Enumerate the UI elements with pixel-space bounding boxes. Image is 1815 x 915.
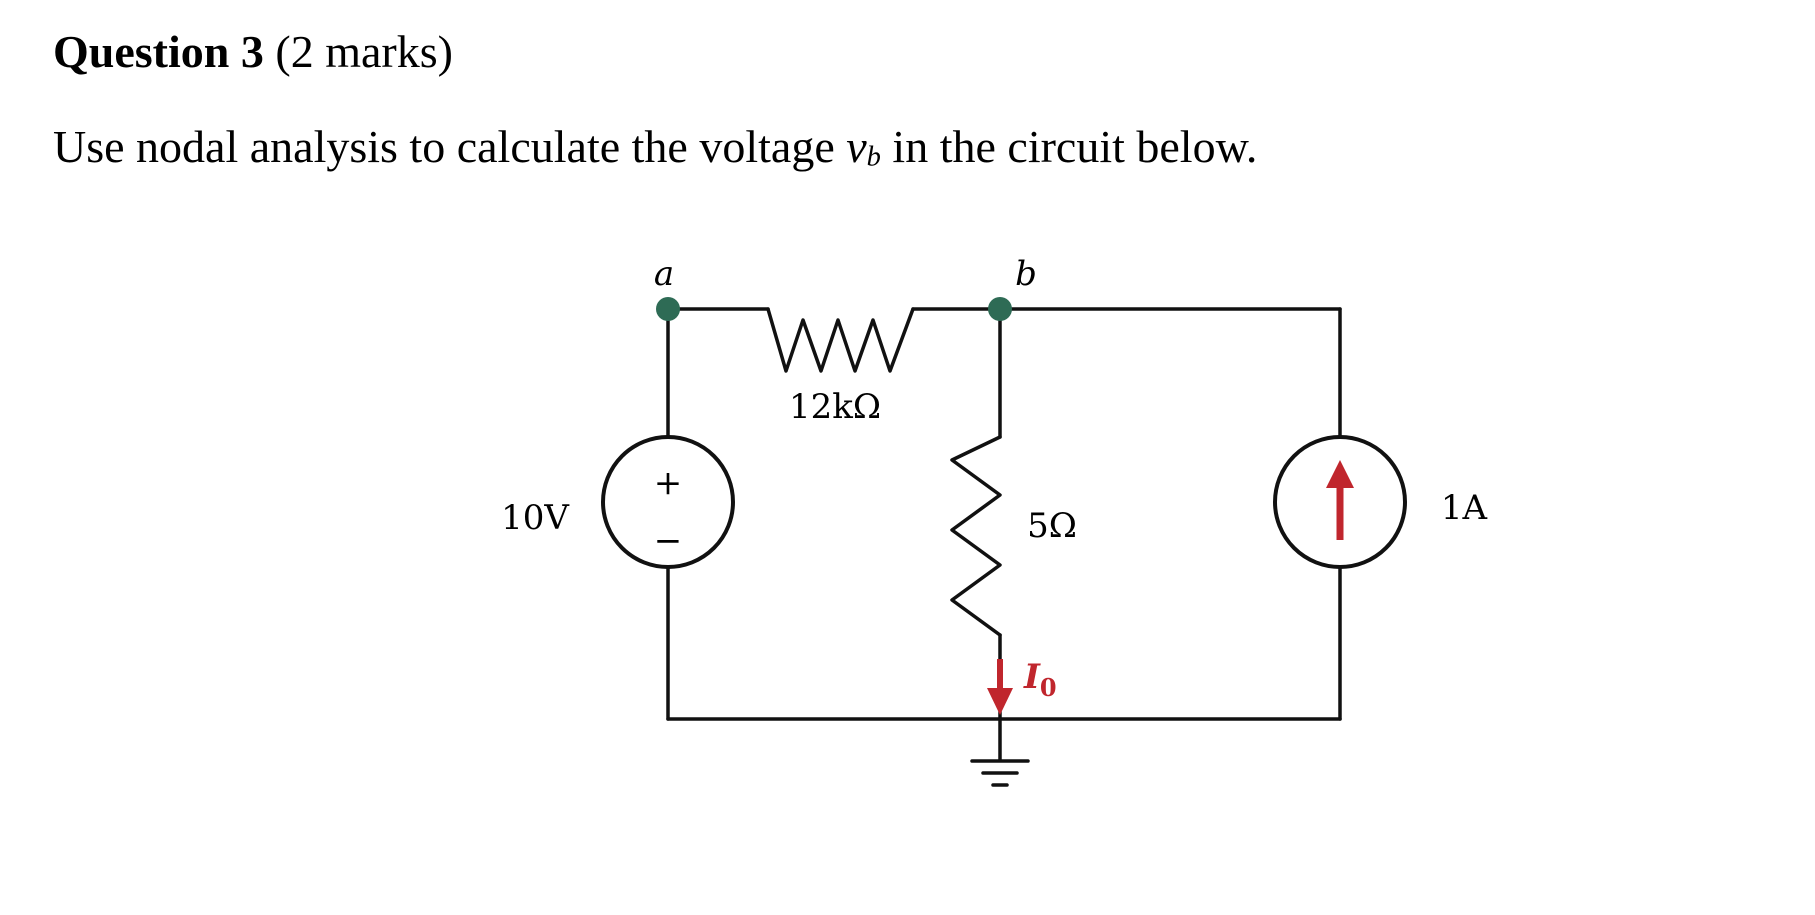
question-prompt: Use nodal analysis to calculate the volt… [53, 117, 1257, 187]
node-a-dot [656, 297, 680, 321]
voltage-source-label: 10V [501, 498, 570, 538]
voltage-minus-sign: − [654, 521, 683, 561]
question-heading: Question 3 (2 marks) [53, 22, 453, 82]
prompt-text-after: in the circuit below. [880, 121, 1258, 172]
voltage-source: + − [601, 435, 735, 569]
current-source-label: 1A [1441, 488, 1488, 528]
prompt-variable-base: v [846, 121, 867, 172]
ground-icon [970, 759, 1030, 787]
resistor-12k [766, 307, 915, 373]
current-io-arrow-icon [987, 659, 1013, 715]
node-b-dot [988, 297, 1012, 321]
resistor-top-label: 12kΩ [789, 387, 881, 427]
current-io-label-base: I [1023, 657, 1041, 697]
node-b-label: b [1015, 254, 1037, 294]
question-marks: (2 marks) [275, 26, 453, 77]
prompt-variable: vb [846, 121, 881, 172]
prompt-text-before: Use nodal analysis to calculate the volt… [53, 121, 847, 172]
voltage-source-circle [601, 435, 735, 569]
resistor-middle-label: 5Ω [1027, 506, 1077, 546]
node-a-label: a [654, 254, 674, 294]
question-label: Question 3 [53, 26, 264, 77]
circuit-wires [666, 307, 1342, 762]
resistor-5 [950, 435, 1002, 637]
current-io-label: I0 [1023, 657, 1057, 702]
prompt-variable-subscript: b [866, 141, 881, 173]
current-source-arrow-icon [1326, 460, 1354, 488]
current-io-label-sub: 0 [1040, 673, 1057, 702]
voltage-plus-sign: + [654, 463, 683, 503]
current-source [1273, 435, 1407, 569]
